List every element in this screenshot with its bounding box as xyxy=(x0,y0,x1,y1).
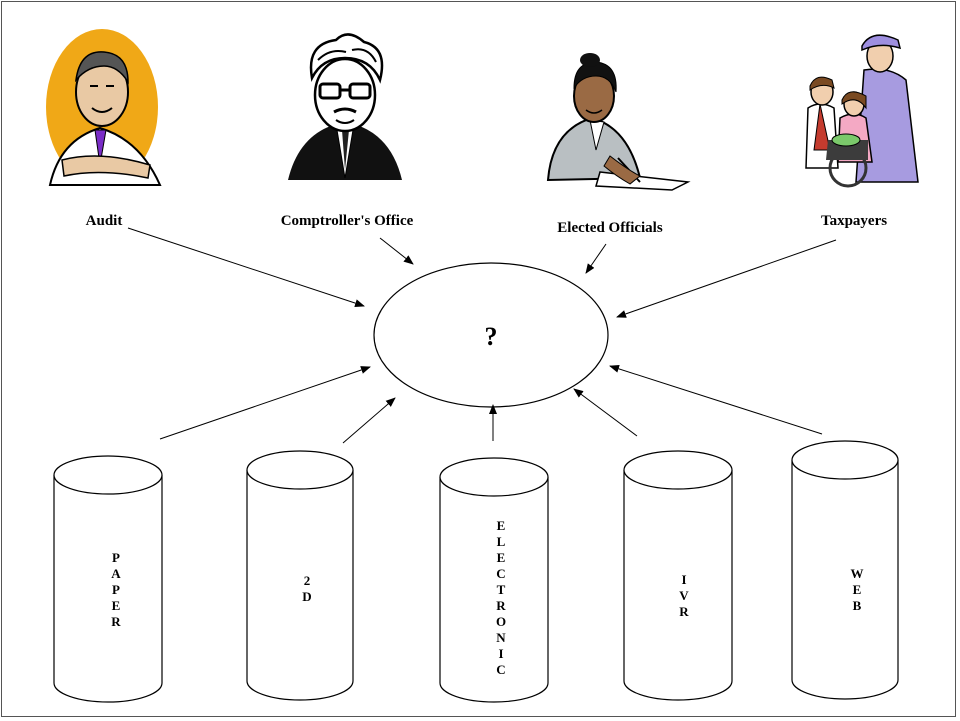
label-audit: Audit xyxy=(86,213,123,229)
arrow-taxpayers-to-center xyxy=(616,239,837,318)
comptroller-clipart-icon xyxy=(288,33,402,180)
arrow-paper-to-center xyxy=(159,366,371,440)
auditor-clipart-icon xyxy=(46,29,162,186)
label-taxpayers: Taxpayers xyxy=(821,213,887,229)
label-comptrollers-office: Comptroller's Office xyxy=(281,213,414,229)
arrow-audit-to-center xyxy=(127,227,365,307)
arrow-ivr-to-center xyxy=(573,388,638,437)
arrow-comptroller-to-center xyxy=(379,237,414,265)
elected-official-clipart-icon xyxy=(546,53,691,191)
center-question-mark: ? xyxy=(485,322,498,351)
label-elected-officials: Elected Officials xyxy=(557,220,663,236)
arrow-elected-to-center xyxy=(585,243,607,274)
taxpayers-family-clipart-icon xyxy=(805,34,919,188)
arrow-web-to-center xyxy=(609,364,823,435)
arrow-2d-to-center xyxy=(342,397,396,444)
